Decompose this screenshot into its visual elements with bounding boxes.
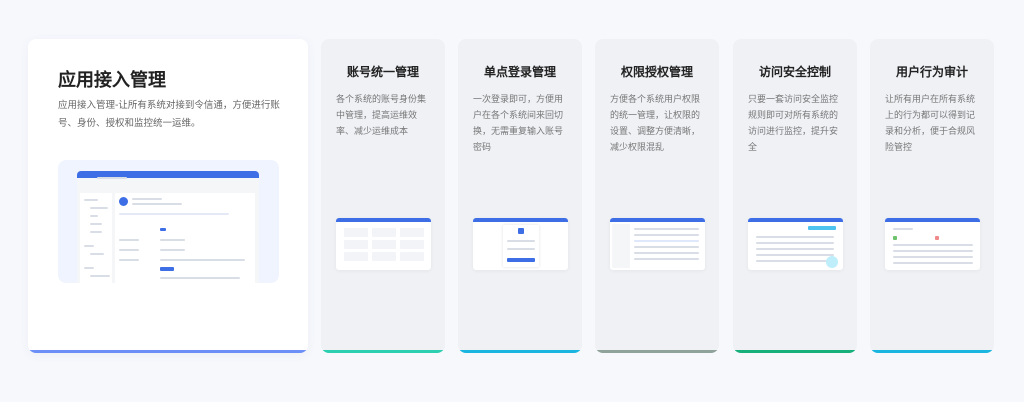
card-description: 让所有用户在所有系统上的行为都可以得到记录和分析，便于合规风险管控 — [885, 95, 976, 153]
card-title: 应用接入管理 — [58, 70, 166, 91]
card-description: 应用接入管理-让所有系统对接到令信通，方便进行账号、身份、授权和监控统一运维。 — [58, 100, 280, 129]
card-description: 方便各个系统用户权限的统一管理，让权限的设置、调整方便清晰，减少权限混乱 — [610, 95, 701, 153]
audit-screenshot — [885, 218, 980, 270]
card-title: 账号统一管理 — [346, 65, 419, 79]
card-accent-bar — [458, 350, 582, 353]
card-description: 各个系统的账号身份集中管理，提高运维效率、减少运维成本 — [336, 95, 427, 137]
app-access-card[interactable]: 应用接入管理 应用接入管理-让所有系统对接到令信通，方便进行账号、身份、授权和监… — [28, 39, 308, 353]
card-title: 用户行为审计 — [895, 65, 968, 79]
card-description: 一次登录即可，方便用户在各个系统间来回切换，无需重复输入账号密码 — [473, 95, 564, 153]
card-accent-bar — [595, 350, 719, 353]
feature-card-security[interactable]: 访问安全控制 只要一套访问安全监控规则即可对所有系统的访问进行监控，提升安全 — [733, 39, 857, 353]
card-accent-bar — [733, 350, 857, 353]
card-title: 权限授权管理 — [620, 65, 693, 79]
feature-card-permission[interactable]: 权限授权管理 方便各个系统用户权限的统一管理，让权限的设置、调整方便清晰，减少权… — [595, 39, 719, 353]
sso-screenshot — [473, 218, 568, 270]
card-accent-bar — [870, 350, 994, 353]
feature-card-audit[interactable]: 用户行为审计 让所有用户在所有系统上的行为都可以得到记录和分析，便于合规风险管控 — [870, 39, 994, 353]
card-accent-bar — [28, 350, 308, 353]
feature-card-sso[interactable]: 单点登录管理 一次登录即可，方便用户在各个系统间来回切换，无需重复输入账号密码 — [458, 39, 582, 353]
card-title: 访问安全控制 — [758, 65, 831, 79]
feature-card-account[interactable]: 账号统一管理 各个系统的账号身份集中管理，提高运维效率、减少运维成本 — [321, 39, 445, 353]
permission-screenshot — [610, 218, 705, 270]
card-description: 只要一套访问安全监控规则即可对所有系统的访问进行监控，提升安全 — [748, 95, 839, 153]
account-screenshot — [336, 218, 431, 270]
card-title: 单点登录管理 — [483, 65, 556, 79]
security-screenshot — [748, 218, 843, 270]
app-access-screenshot — [58, 160, 279, 283]
card-accent-bar — [321, 350, 445, 353]
